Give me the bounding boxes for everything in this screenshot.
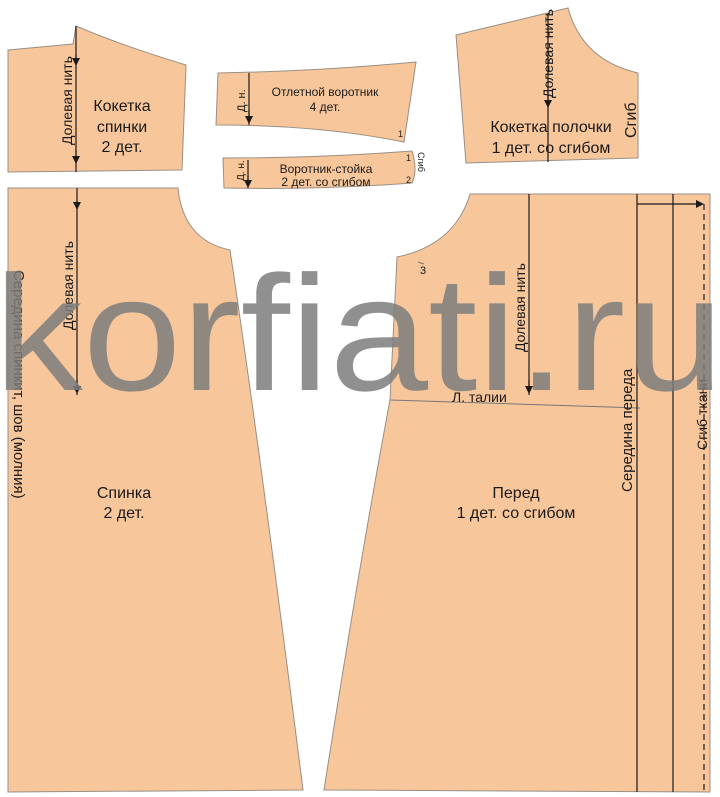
collar-stand-grain-label: Д. н.	[236, 160, 247, 181]
turnover-collar-title: Отлетной воротник	[272, 85, 380, 99]
front-yoke-piece: Долевая нить Кокетка полочки 1 дет. со с…	[455, 7, 640, 164]
collar-stand-title: Воротник-стойка	[280, 162, 373, 176]
front-title: Перед	[492, 485, 540, 502]
front-armhole-mark: 3	[420, 265, 426, 277]
collar-stand-count: 2 дет. со сгибом	[281, 175, 370, 189]
back-yoke-count: 2 дет.	[101, 139, 142, 156]
front-yoke-grain-label: Долевая нить	[540, 9, 556, 98]
front-yoke-count: 1 дет. со сгибом	[492, 140, 611, 157]
turnover-collar-mark: 1	[398, 129, 403, 139]
back-title: Спинка	[97, 485, 151, 502]
korfiati-watermark: korfiati.ru	[0, 242, 720, 425]
back-grain-label: Долевая нить	[60, 241, 76, 330]
collar-stand-piece: Д. н. Воротник-стойка 2 дет. со сгибом С…	[222, 150, 426, 189]
collar-stand-fold-label: Сгиб	[416, 152, 426, 172]
collar-stand-shape	[222, 150, 416, 189]
front-grain-label: Долевая нить	[512, 263, 528, 352]
waist-line	[389, 399, 641, 409]
front-count: 1 дет. со сгибом	[457, 505, 576, 522]
waist-label: Л. талии	[452, 389, 507, 405]
back-piece: Долевая нить Середина спинкит, шов (молн…	[7, 187, 304, 793]
front-armhole-notch	[417, 261, 425, 265]
front-yoke-shape	[455, 7, 639, 164]
collar-stand-mark-bottom: 2	[406, 175, 411, 185]
turnover-collar-grain-label: Д. н.	[236, 89, 248, 112]
front-center-label: Середина переда	[619, 368, 636, 492]
back-center-label: Середина спинкит, шов (молния)	[10, 270, 27, 499]
back-shape	[7, 187, 304, 793]
front-yoke-title: Кокетка полочки	[490, 119, 611, 136]
front-piece: Л. талии Долевая нить 3 Середина переда …	[323, 193, 711, 793]
back-yoke-piece: Долевая нить Кокетка спинки 2 дет.	[7, 25, 187, 173]
back-count: 2 дет.	[103, 505, 144, 522]
turnover-collar-shape	[215, 61, 417, 143]
turnover-collar-count: 4 дет.	[310, 100, 341, 114]
back-yoke-title-line1: Кокетка	[93, 98, 150, 115]
back-yoke-grain-label: Долевая нить	[59, 56, 75, 145]
collar-stand-mark-top: 1	[406, 153, 411, 163]
back-yoke-title-line2: спинки	[97, 119, 147, 136]
turnover-collar-piece: Д. н. Отлетной воротник 4 дет. 1	[215, 61, 417, 143]
fabric-fold-label: Сгиб ткани	[694, 379, 710, 450]
front-yoke-fold-label: Сгиб	[623, 103, 640, 139]
